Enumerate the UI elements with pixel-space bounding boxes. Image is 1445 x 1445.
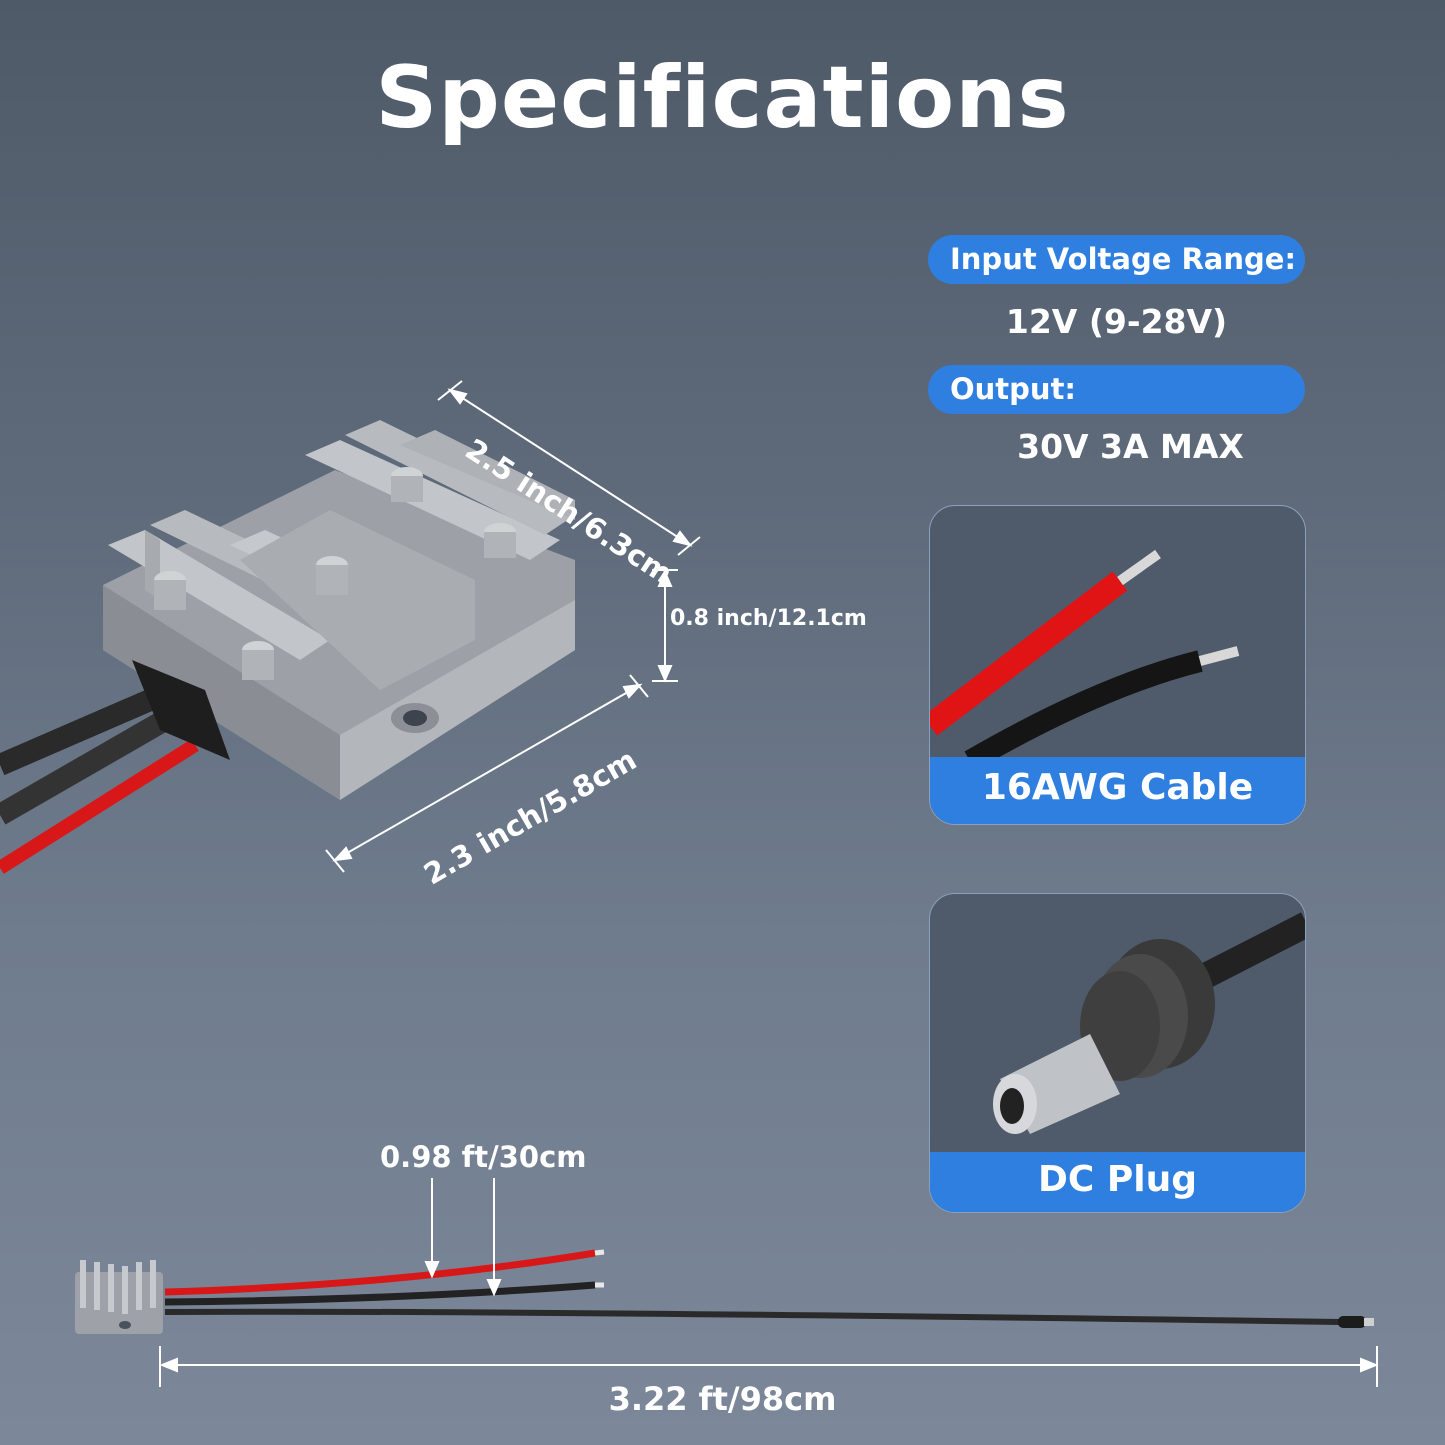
dc-plug-card-label: DC Plug xyxy=(930,1152,1305,1212)
output-pill: Output: xyxy=(928,365,1305,414)
dc-plug-card: DC Plug xyxy=(929,893,1306,1213)
cable-dimension-lines xyxy=(159,1178,1379,1387)
input-voltage-value: 12V (9-28V) xyxy=(1005,302,1228,341)
long-cable-dimension-label: 3.22 ft/98cm xyxy=(608,1380,837,1418)
cable-card: 16AWG Cable xyxy=(929,505,1306,825)
output-value: 30V 3A MAX xyxy=(1017,427,1244,466)
dc-plug-image xyxy=(993,912,1305,1134)
cable-card-label: 16AWG Cable xyxy=(930,757,1305,824)
full-length-illustration xyxy=(75,1249,1374,1334)
converter-cables xyxy=(0,689,199,874)
page-title: Specifications xyxy=(375,48,1070,148)
height-dimension-label: 0.8 inch/12.1cm xyxy=(670,606,867,631)
cable-image xyxy=(930,549,1240,771)
converter-housing xyxy=(103,420,575,800)
short-cable-dimension-label: 0.98 ft/30cm xyxy=(380,1140,587,1174)
dimension-lines xyxy=(325,380,701,873)
input-voltage-pill: Input Voltage Range: xyxy=(928,235,1305,284)
